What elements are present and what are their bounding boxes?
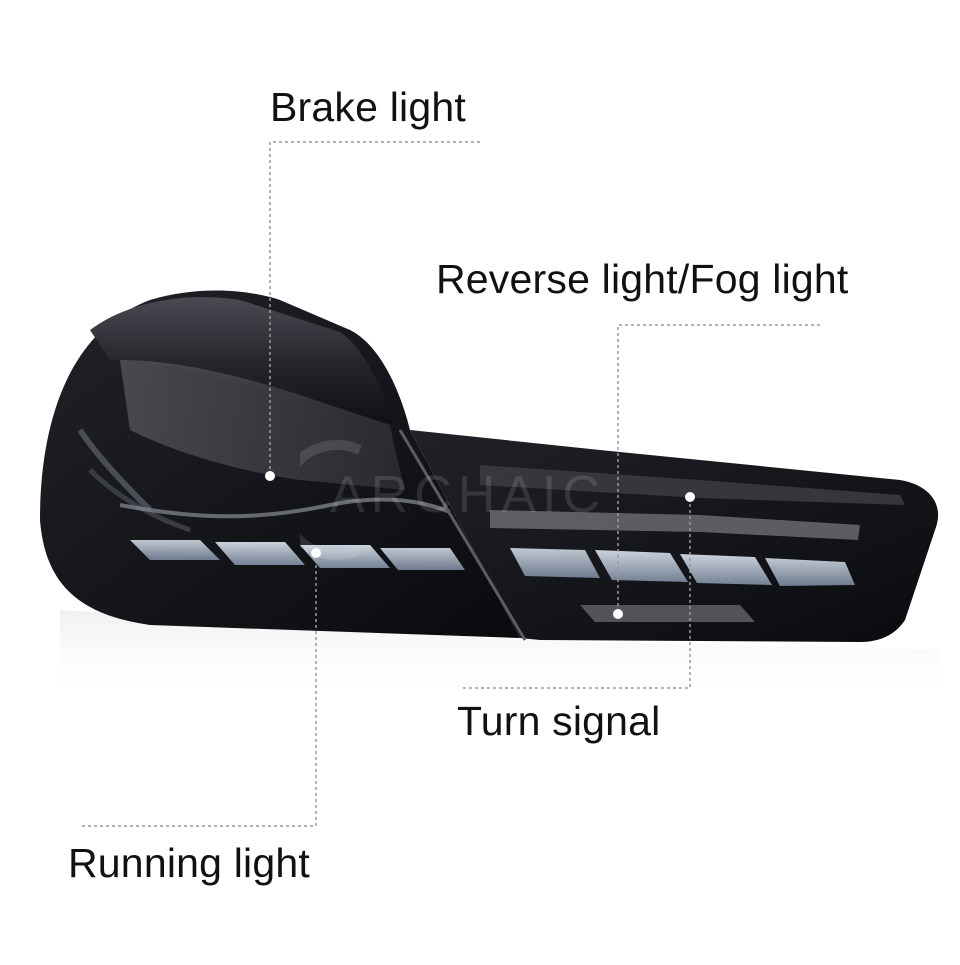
leader-lines bbox=[82, 141, 820, 827]
outer-lamp-smoked-lens bbox=[90, 297, 395, 425]
svg-text:ARCHAIC: ARCHAIC bbox=[330, 466, 606, 524]
lens-gap bbox=[398, 429, 527, 641]
outer-wave bbox=[119, 497, 451, 519]
dot-reverse bbox=[613, 609, 623, 619]
dot-turn bbox=[685, 492, 695, 502]
inner-lamp-upper-strip bbox=[480, 465, 905, 505]
reverse-light-bar bbox=[490, 510, 860, 540]
turn-signal-bar bbox=[580, 605, 755, 622]
turn-signal-label: Turn signal bbox=[457, 698, 661, 744]
floor-reflection bbox=[60, 610, 940, 700]
brake-light-label: Brake light bbox=[270, 84, 466, 130]
leader-reverse bbox=[617, 324, 820, 614]
running-light-label: Running light bbox=[68, 840, 310, 886]
leader-turn bbox=[463, 497, 691, 689]
dot-brake bbox=[265, 471, 275, 481]
watermark-logo: ARCHAIC bbox=[277, 440, 660, 560]
outer-fin-1 bbox=[77, 428, 153, 513]
leader-brake bbox=[269, 141, 480, 476]
leader-running bbox=[82, 553, 317, 827]
indicator-dots bbox=[265, 471, 695, 619]
outer-running-light-segments bbox=[130, 540, 465, 570]
reverse-fog-light-label: Reverse light/Fog light bbox=[436, 256, 849, 302]
dot-running bbox=[311, 548, 321, 558]
brake-light-area bbox=[120, 360, 405, 490]
